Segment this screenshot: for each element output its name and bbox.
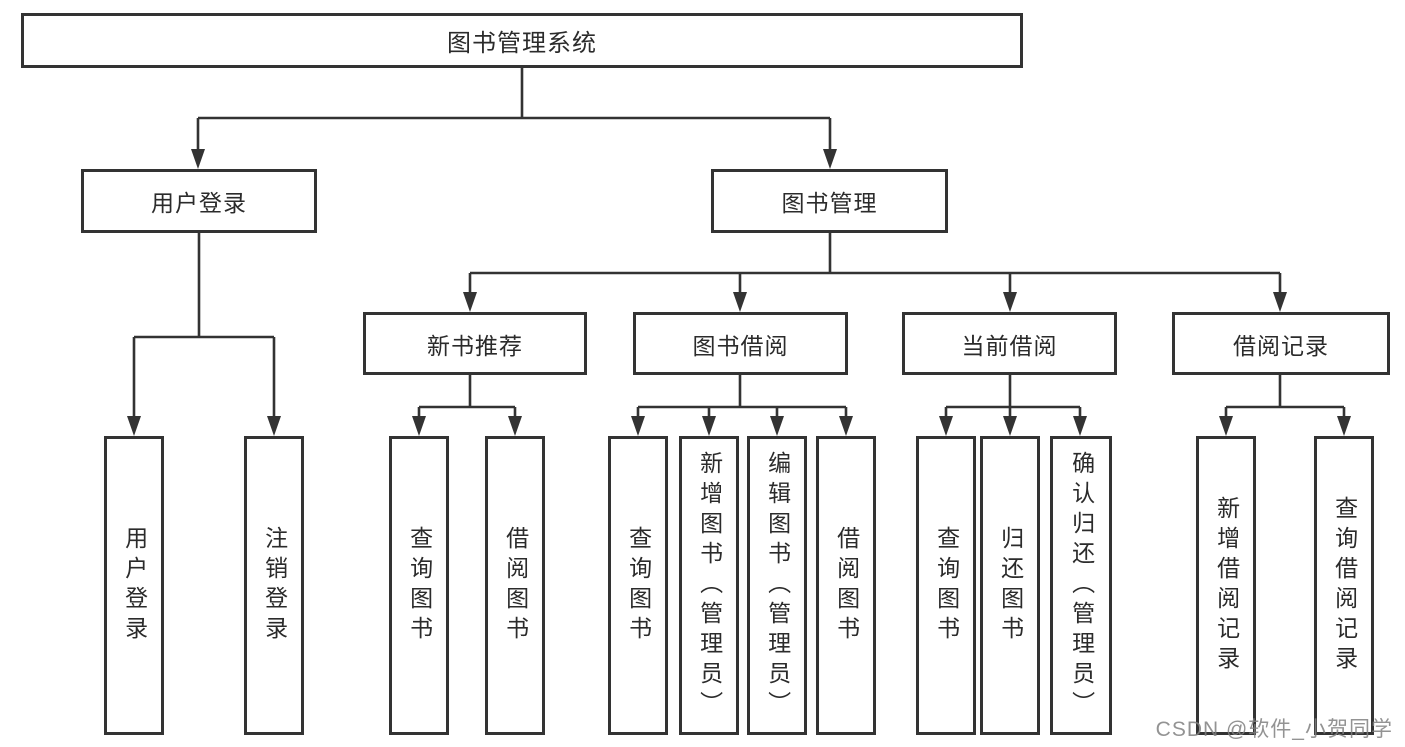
leaf-label: 查询借阅记录 [1331,495,1358,676]
leaf-label: 查询图书 [406,525,433,646]
leaf-label: 新增借阅记录 [1213,495,1240,676]
leaf-label: 借阅图书 [502,525,529,646]
leaf-label: 借阅图书 [833,525,860,646]
node-leaf-add-borrow-record: 新增借阅记录 [1196,436,1256,735]
node-leaf-return-book: 归还图书 [980,436,1040,735]
node-user-login: 用户登录 [81,169,317,233]
node-borrow-records: 借阅记录 [1172,312,1390,375]
leaf-label: 编辑图书（管理员） [764,450,791,721]
leaf-label: 新增图书（管理员） [696,450,723,721]
leaf-label: 确认归还（管理员） [1068,450,1095,721]
node-leaf-add-book-admin: 新增图书（管理员） [679,436,739,735]
node-leaf-edit-book-admin: 编辑图书（管理员） [747,436,807,735]
leaf-label: 查询图书 [625,525,652,646]
node-leaf-query-books-1: 查询图书 [389,436,449,735]
node-current-borrow: 当前借阅 [902,312,1117,375]
node-leaf-query-borrow-record: 查询借阅记录 [1314,436,1374,735]
leaf-label: 用户登录 [121,525,148,646]
node-leaf-logout: 注销登录 [244,436,304,735]
node-leaf-borrow-books-2: 借阅图书 [816,436,876,735]
node-leaf-query-books-2: 查询图书 [608,436,668,735]
leaf-label: 归还图书 [997,525,1024,646]
node-leaf-user-login: 用户登录 [104,436,164,735]
node-new-book-recommend: 新书推荐 [363,312,587,375]
csdn-watermark: CSDN @软件_小贺同学 [1155,718,1393,741]
node-leaf-confirm-return-admin: 确认归还（管理员） [1050,436,1112,735]
node-leaf-borrow-books-1: 借阅图书 [485,436,545,735]
leaf-label: 查询图书 [933,525,960,646]
node-root-system: 图书管理系统 [21,13,1023,68]
node-book-management: 图书管理 [711,169,948,233]
node-leaf-query-books-3: 查询图书 [916,436,976,735]
node-book-borrow: 图书借阅 [633,312,848,375]
leaf-label: 注销登录 [261,525,288,646]
